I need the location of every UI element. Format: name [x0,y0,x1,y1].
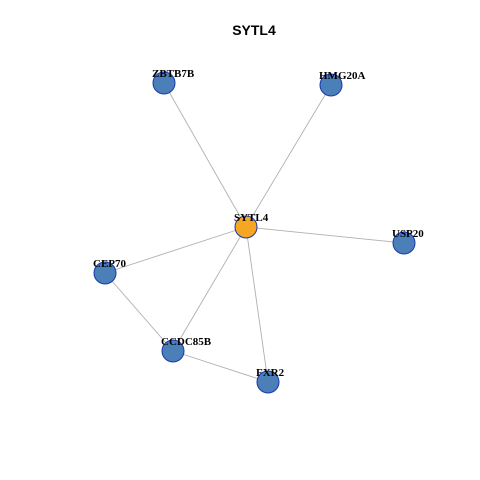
diagram-title: SYTL4 [232,22,276,38]
node-zbtb7b[interactable] [152,71,176,95]
edge-sytl4-hmg20a [245,84,332,228]
node-sytl4[interactable] [234,215,258,239]
node-label-zbtb7b: ZBTB7B [152,68,195,80]
edge-sytl4-ccdc85b [172,226,247,352]
node-fxr2[interactable] [256,370,280,394]
node-label-usp20: USP20 [392,228,424,240]
edge-cep70-ccdc85b [104,272,174,352]
node-label-hmg20a: HMG20A [319,70,365,82]
node-label-cep70: CEP70 [93,258,127,270]
node-ccdc85b[interactable] [161,339,185,363]
node-label-fxr2: FXR2 [256,367,285,379]
edge-sytl4-usp20 [245,226,405,244]
node-usp20[interactable] [392,231,416,255]
node-hmg20a[interactable] [319,73,343,97]
node-cep70[interactable] [93,261,117,285]
edge-layer [104,82,405,383]
edge-sytl4-cep70 [104,226,247,274]
edge-ccdc85b-fxr2 [172,350,269,383]
node-label-ccdc85b: CCDC85B [161,336,212,348]
edge-sytl4-fxr2 [245,226,269,383]
node-label-sytl4: SYTL4 [234,212,269,224]
node-layer [93,71,416,394]
edge-sytl4-zbtb7b [163,82,247,228]
